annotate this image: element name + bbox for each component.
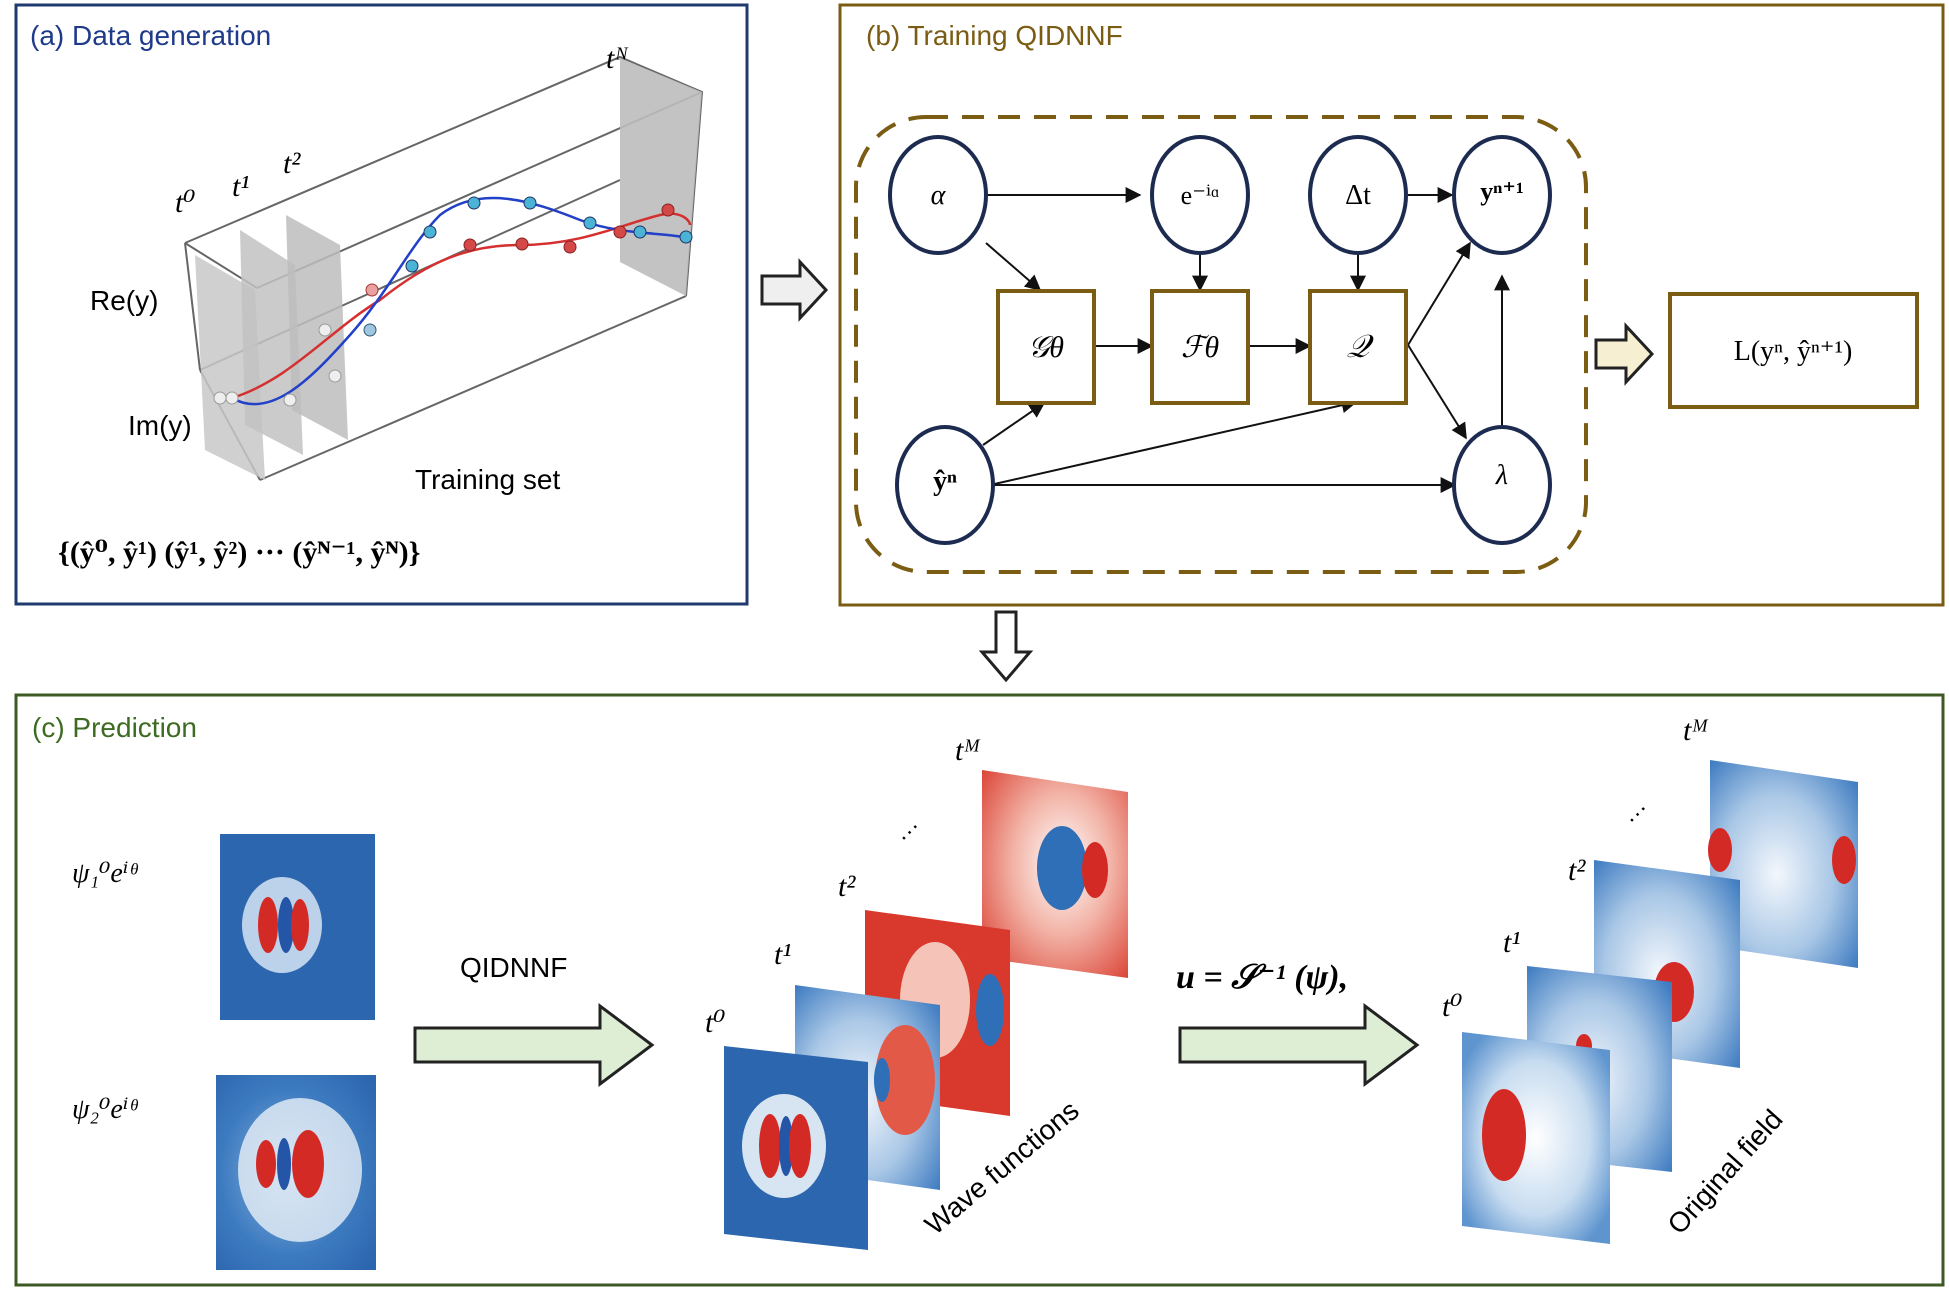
node-dt: Δt — [1308, 135, 1408, 255]
time-plane-t2 — [286, 215, 348, 440]
panel-b: (b) Training QIDNNF α e⁻ⁱᵅ — [838, 3, 1945, 607]
panel-c-border — [14, 693, 1945, 1287]
field-label-t0: t⁰ — [1442, 990, 1462, 1023]
arrow-b-to-c — [978, 610, 1034, 683]
node-exp: e⁻ⁱᵅ — [1150, 135, 1250, 255]
node-lambda-label: λ — [1495, 460, 1508, 491]
graph-edges — [982, 187, 1510, 493]
label-t2: t² — [283, 147, 301, 180]
real-part-curve — [231, 212, 692, 400]
node-ynext-label: yⁿ⁺¹ — [1480, 177, 1524, 206]
wave-functions-label: Wave functions — [919, 1094, 1085, 1240]
initial-field-psi2 — [216, 1075, 376, 1270]
node-F-label: ℱθ — [1181, 331, 1220, 364]
original-field-label: Original field — [1661, 1104, 1788, 1240]
field-label-tM: tᴹ — [1683, 714, 1708, 747]
imag-part-curve — [231, 196, 691, 406]
wave-label-tM: tᴹ — [955, 734, 980, 767]
node-exp-label: e⁻ⁱᵅ — [1181, 181, 1220, 210]
psi1-label: ψ₁⁰eⁱᶿ — [72, 858, 138, 889]
wave-frame-t0 — [724, 1046, 868, 1250]
inverse-map-equation: u = 𝒮⁻¹ (ψ), — [1176, 959, 1348, 996]
node-Q: 𝒬 — [1308, 289, 1408, 405]
panel-b-title: (b) Training QIDNNF — [866, 20, 1123, 51]
field-label-t2: t² — [1568, 854, 1586, 887]
field-frame-tM — [1708, 760, 1858, 968]
initial-field-psi1 — [220, 834, 375, 1020]
node-G-label: 𝒢θ — [1028, 331, 1064, 364]
field-label-t1: t¹ — [1503, 926, 1520, 959]
im-y-label: Im(y) — [128, 410, 192, 441]
wave-label-t2: t² — [838, 870, 856, 903]
panel-a-border — [14, 3, 749, 606]
label-tN: tᴺ — [606, 42, 629, 75]
field-dots: ··· — [1619, 796, 1655, 832]
node-ynext: yⁿ⁺¹ — [1452, 135, 1552, 255]
loss-box: L(yⁿ, ŷⁿ⁺¹) — [1668, 292, 1919, 409]
node-alpha-label: α — [931, 180, 947, 211]
panel-c: (c) Prediction ψ₁⁰eⁱᶿ ψ₂⁰eⁱᶿ QIDNNF — [14, 693, 1945, 1287]
arrow-a-to-b — [760, 258, 829, 322]
wave-frame-tM — [982, 770, 1128, 978]
wave-label-t1: t¹ — [774, 938, 791, 971]
training-set-label: Training set — [415, 464, 560, 495]
sample-points — [213, 196, 693, 407]
node-F: ℱθ — [1150, 289, 1250, 405]
label-t1: t¹ — [232, 170, 249, 203]
loss-label: L(yⁿ, ŷⁿ⁺¹) — [1734, 336, 1853, 367]
field-frame-t0 — [1462, 1032, 1610, 1244]
qidnnf-arrow — [413, 1003, 655, 1087]
qidnnf-label: QIDNNF — [460, 952, 567, 983]
wave-dots: ··· — [891, 814, 927, 850]
node-yhat: ŷⁿ — [895, 425, 995, 545]
network-boundary — [854, 115, 1588, 574]
node-yhat-label: ŷⁿ — [933, 466, 957, 497]
label-t0: t⁰ — [175, 186, 195, 219]
node-alpha: α — [888, 135, 988, 255]
inverse-map-arrow — [1178, 1003, 1420, 1087]
node-dt-label: Δt — [1345, 180, 1371, 211]
training-set-formula: {(ŷ⁰, ŷ¹) (ŷ¹, ŷ²) ··· (ŷᴺ⁻¹, ŷᴺ)} — [58, 536, 420, 569]
node-G: 𝒢θ — [996, 289, 1096, 405]
panel-a-title: (a) Data generation — [30, 20, 271, 51]
panel-c-title: (c) Prediction — [32, 712, 197, 743]
re-y-label: Re(y) — [90, 285, 158, 316]
panel-b-border — [838, 3, 1945, 607]
panel-a: (a) Data generation — [14, 3, 749, 606]
node-lambda: λ — [1452, 425, 1552, 545]
wave-label-t0: t⁰ — [705, 1006, 725, 1039]
psi2-label: ψ₂⁰eⁱᶿ — [72, 1094, 138, 1125]
arrow-to-loss — [1594, 322, 1655, 386]
